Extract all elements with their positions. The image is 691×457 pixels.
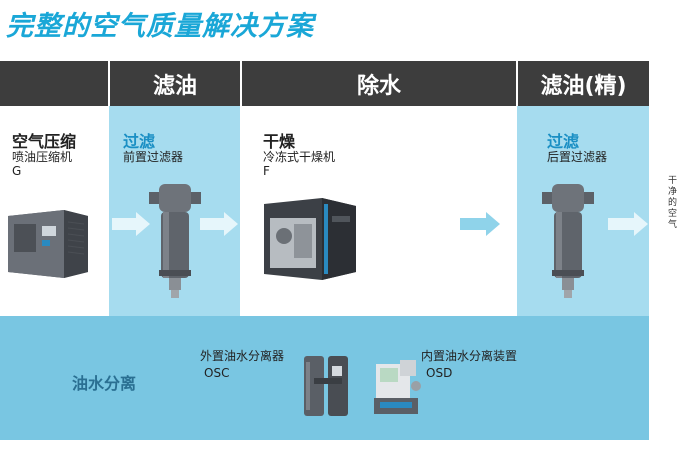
header-separator bbox=[240, 61, 242, 106]
flow-arrow-icon bbox=[112, 212, 150, 236]
compressor-title: 空气压缩 bbox=[12, 132, 77, 151]
flow-arrow-icon bbox=[460, 212, 500, 236]
header-separator bbox=[108, 61, 110, 106]
dryer-desc: 冷冻式干燥机 bbox=[263, 150, 336, 164]
postfilter-desc: 后置过滤器 bbox=[547, 150, 608, 164]
external-separator-code: OSC bbox=[204, 366, 230, 380]
flow-arrow-icon bbox=[608, 212, 648, 236]
dryer-title: 干燥 bbox=[263, 132, 296, 151]
oil-water-title: 油水分离 bbox=[72, 374, 137, 393]
stage-header-fine-oil-filter: 滤油(精) bbox=[540, 73, 627, 99]
stage-header-water-removal: 除水 bbox=[356, 73, 401, 99]
external-separator-name: 外置油水分离器 bbox=[200, 349, 285, 363]
filter-image bbox=[542, 184, 594, 298]
internal-separator-name: 内置油水分离装置 bbox=[421, 349, 518, 363]
header-separator bbox=[516, 61, 518, 106]
dryer-image bbox=[264, 198, 356, 280]
dryer-code: F bbox=[263, 164, 270, 178]
clean-air-label: 干净的空气 bbox=[666, 175, 676, 230]
compressor-code: G bbox=[12, 164, 22, 178]
page-title: 完整的空气质量解决方案 bbox=[6, 11, 314, 42]
postfilter-column bbox=[517, 106, 649, 316]
prefilter-title: 过滤 bbox=[123, 132, 156, 151]
filter-image bbox=[149, 184, 201, 298]
compressor-image bbox=[8, 210, 88, 278]
flow-arrow-icon bbox=[200, 212, 238, 236]
internal-separator-code: OSD bbox=[426, 366, 453, 380]
external-separator-image bbox=[304, 356, 348, 416]
stage-header-oil-filter: 滤油 bbox=[152, 73, 197, 99]
internal-separator-image bbox=[374, 360, 421, 414]
prefilter-desc: 前置过滤器 bbox=[123, 150, 184, 164]
postfilter-title: 过滤 bbox=[547, 132, 580, 151]
compressor-desc: 喷油压缩机 bbox=[12, 150, 73, 164]
